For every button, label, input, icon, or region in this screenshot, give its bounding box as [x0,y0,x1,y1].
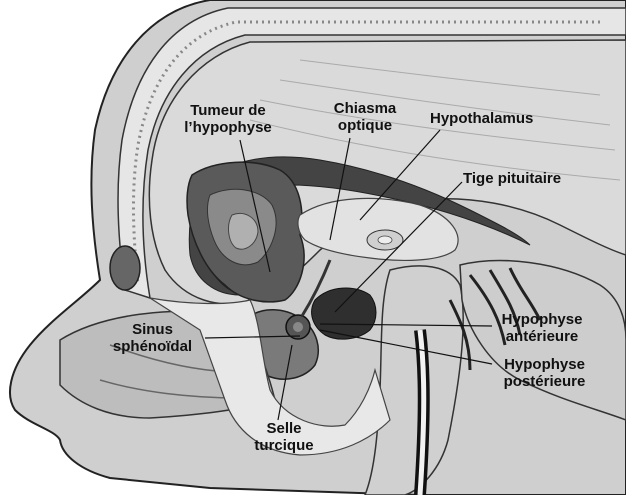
label-hypophyse-anterieure: Hypophyse antérieure [492,311,592,345]
label-selle-turcique: Selle turcique [246,420,322,454]
label-line: Tige pituitaire [463,170,561,187]
label-line: Selle [246,420,322,437]
label-tige-pituitaire: Tige pituitaire [463,170,561,187]
label-line: antérieure [492,328,592,345]
label-line: l’hypophyse [168,119,288,136]
label-line: Tumeur de [168,102,288,119]
label-line: optique [320,117,410,134]
label-line: Chiasma [320,100,410,117]
label-line: Hypophyse [492,311,592,328]
label-tumeur-hypophyse: Tumeur de l’hypophyse [168,102,288,136]
label-sinus-sphenoidal: Sinus sphénoïdal [100,321,205,355]
label-chiasma-optique: Chiasma optique [320,100,410,134]
label-line: postérieure [492,373,597,390]
frontal-sinus [110,246,140,290]
label-hypophyse-posterieure: Hypophyse postérieure [492,356,597,390]
label-line: sphénoïdal [100,338,205,355]
label-hypothalamus: Hypothalamus [430,110,533,127]
label-line: Hypothalamus [430,110,533,127]
cavernous-region [312,288,376,339]
label-line: Sinus [100,321,205,338]
label-line: Hypophyse [492,356,597,373]
label-line: turcique [246,437,322,454]
